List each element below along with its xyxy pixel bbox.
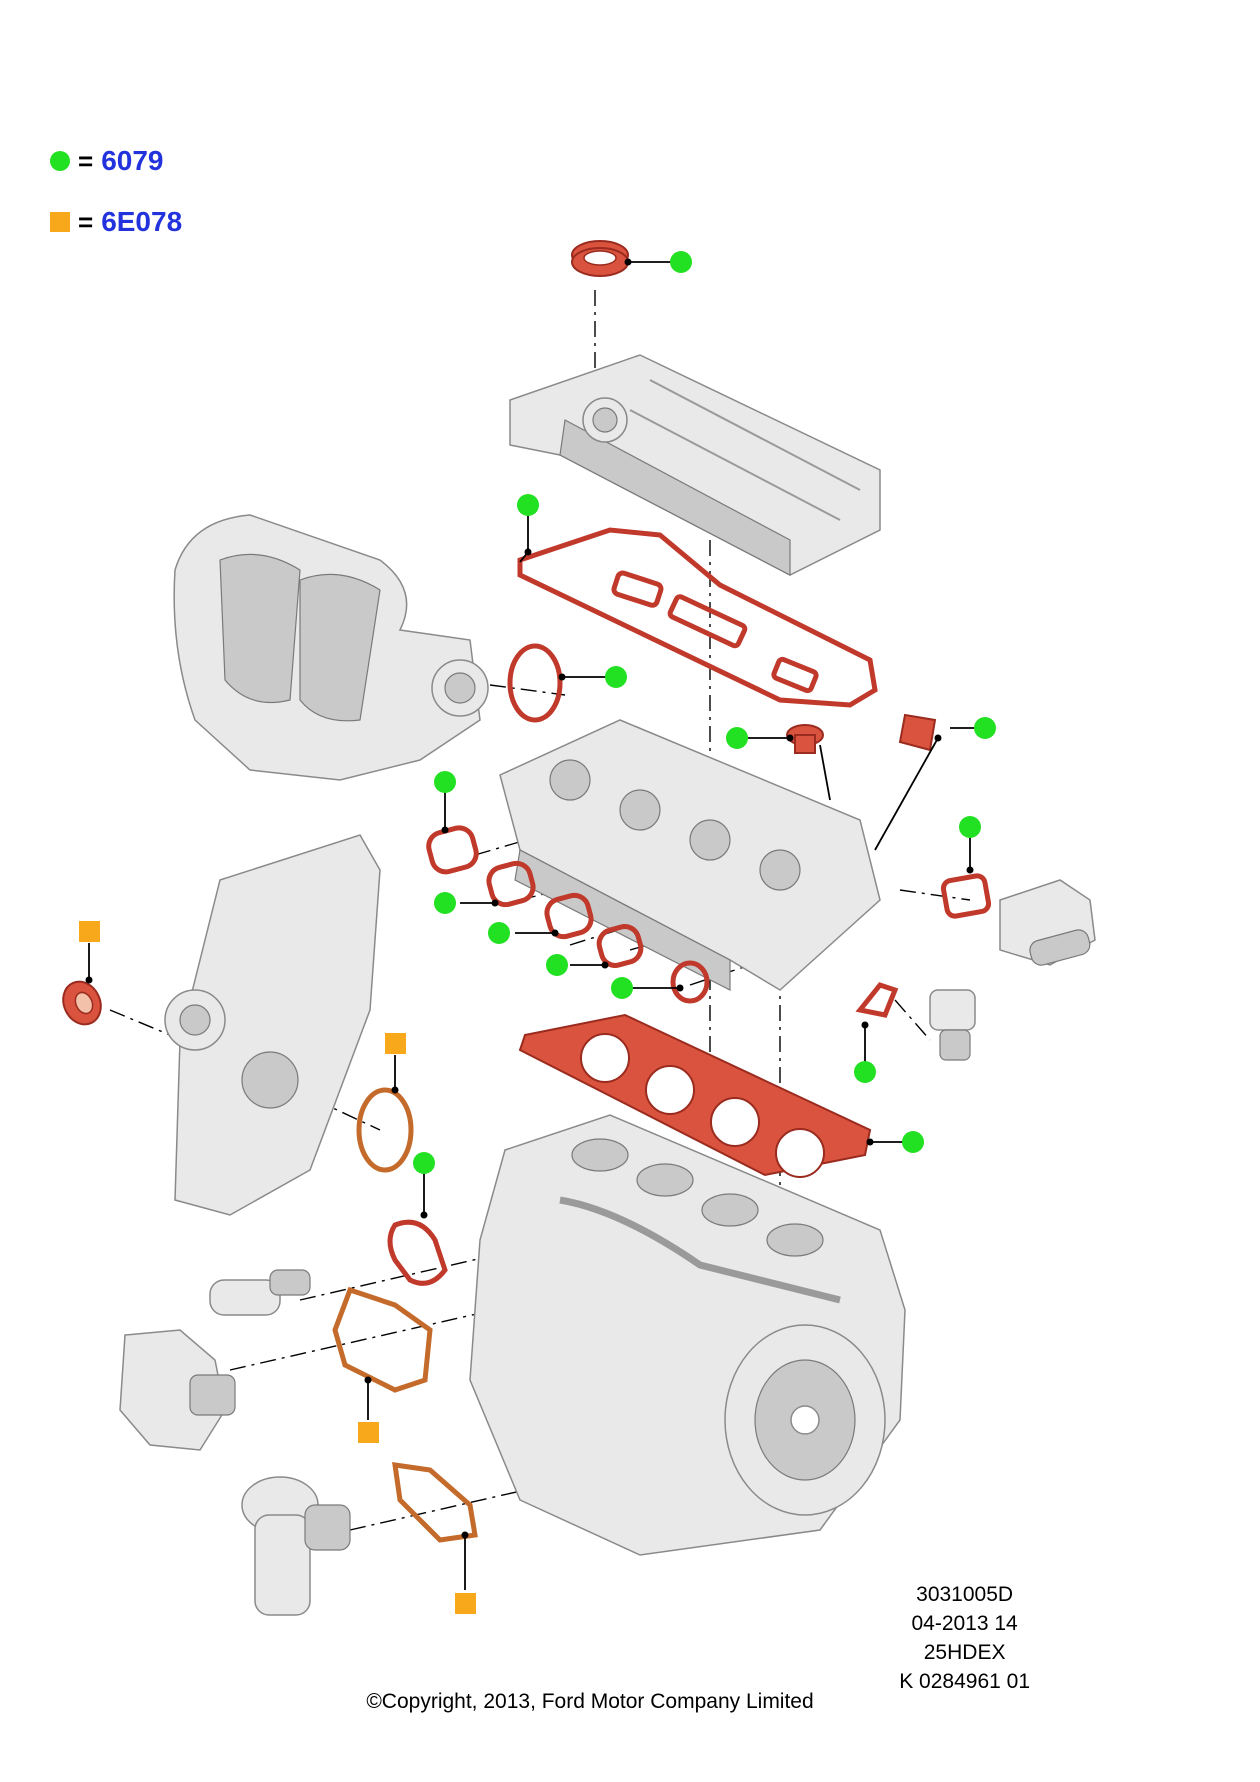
thermostat-housing (999, 879, 1096, 966)
legend-row-6079: = 6079 (50, 145, 163, 177)
cylinder-head (499, 719, 881, 991)
orange-square-icon (385, 1033, 406, 1054)
green-circle-icon (434, 892, 456, 914)
water-pump-gasket (356, 1087, 414, 1173)
illustration-number: 3031005D (916, 1583, 1014, 1606)
legend-code-6e078: 6E078 (101, 206, 183, 237)
green-circle-icon (605, 666, 627, 688)
egr-gasket (855, 982, 899, 1018)
green-circle-icon (517, 494, 539, 516)
throttle-body-oring (507, 643, 563, 723)
illustration-id: K 0284961 01 (899, 1670, 1030, 1693)
oil-cooler (119, 1329, 236, 1451)
leader-dots (85, 258, 974, 1539)
illustration-date: 04-2013 14 (911, 1612, 1018, 1635)
green-circle-icon (488, 922, 510, 944)
valve-cover (509, 354, 881, 576)
orange-square-icon (358, 1422, 379, 1443)
green-circle-icon (959, 816, 981, 838)
flywheel (724, 1324, 886, 1516)
oil-filter-assembly (241, 1476, 351, 1616)
valve-cover-gasket (517, 527, 878, 708)
cam-seal-left (786, 724, 824, 754)
cam-seal-right (898, 713, 937, 752)
green-circle-icon (670, 251, 692, 273)
oil-cooler-gasket (332, 1286, 433, 1393)
green-circle-icon (854, 1061, 876, 1083)
copyright-text: ©Copyright, 2013, Ford Motor Company Lim… (366, 1690, 814, 1713)
intake-manifold (173, 514, 489, 781)
egr-valve (929, 989, 976, 1061)
legend-equals: = (78, 145, 94, 176)
green-circle-icon (726, 727, 748, 749)
oil-filter-adapter-gasket (392, 1462, 478, 1543)
outlet-gasket (387, 1219, 448, 1286)
legend-equals: = (78, 206, 94, 237)
green-markers (413, 251, 996, 1174)
green-circle-icon (974, 717, 996, 739)
thermostat-gasket (940, 873, 992, 919)
crank-front-seal (62, 980, 102, 1026)
timing-cover (164, 834, 381, 1216)
reference-info: 3031005D 04-2013 14 25HDEX K 0284961 01 (899, 1580, 1030, 1696)
green-circle-icon (434, 771, 456, 793)
green-circle-icon (611, 977, 633, 999)
green-circle-icon (413, 1152, 435, 1174)
oil-cap-seal (571, 240, 629, 277)
orange-square-icon (50, 212, 70, 232)
orange-square-icon (79, 921, 100, 942)
green-circle-icon (50, 151, 70, 171)
orange-markers (79, 921, 476, 1614)
green-circle-icon (546, 954, 568, 976)
legend-code-6079: 6079 (101, 145, 164, 176)
coolant-outlet (209, 1269, 311, 1316)
exhaust-port-gaskets (426, 825, 710, 1004)
orange-square-icon (455, 1593, 476, 1614)
head-gasket (518, 1013, 872, 1178)
legend-row-6e078: = 6E078 (50, 206, 182, 238)
illustration-code: 25HDEX (923, 1641, 1006, 1664)
green-circle-icon (902, 1131, 924, 1153)
